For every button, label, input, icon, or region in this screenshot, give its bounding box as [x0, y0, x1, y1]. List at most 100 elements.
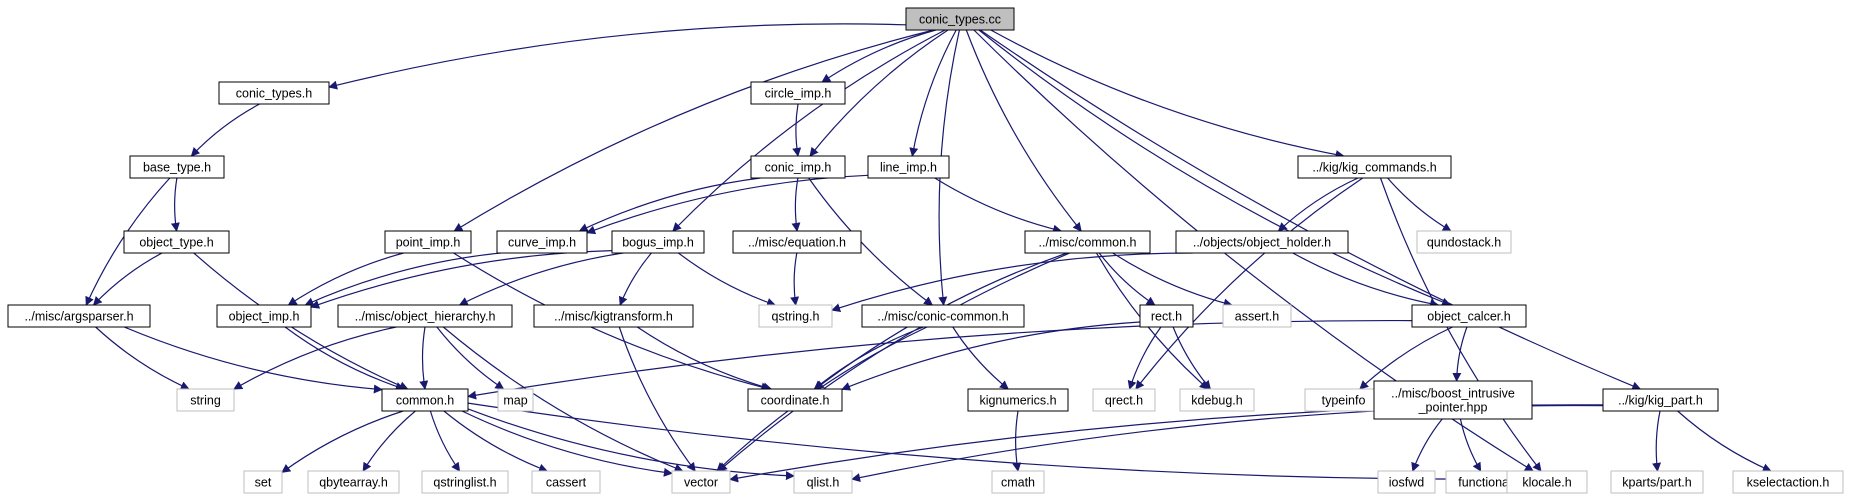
edge-conic_types_cc-to-conic_types_h: [328, 23, 907, 90]
node-label: bogus_imp.h: [622, 236, 694, 250]
node-label: ../misc/kigtransform.h: [554, 310, 673, 324]
node-circle-imp-h[interactable]: circle_imp.h: [750, 81, 846, 105]
node-kigtransform-h[interactable]: ../misc/kigtransform.h: [533, 304, 694, 328]
node-typeinfo: typeinfo: [1304, 388, 1383, 412]
node-line-imp-h[interactable]: line_imp.h: [867, 155, 950, 179]
node-boost-intrusive-hpp[interactable]: ../misc/boost_intrusive_pointer.hpp: [1373, 380, 1533, 420]
edge-common_h-to-qstringlist_h: [429, 410, 461, 472]
node-label: ../misc/object_hierarchy.h: [355, 310, 496, 324]
edge-conic_common_h-to-kignumerics_h: [952, 326, 1009, 390]
node-label: conic_types.cc: [919, 13, 1001, 27]
node-label: qstringlist.h: [433, 476, 496, 490]
edge-object_calcer_h-to-typeinfo: [1359, 326, 1453, 390]
node-bogus-imp-h[interactable]: bogus_imp.h: [611, 230, 705, 254]
node-label: common.h: [396, 394, 454, 408]
node-conic-imp-h[interactable]: conic_imp.h: [750, 155, 846, 179]
edge-common_h-to-klocale_h: [467, 402, 1508, 484]
node-cassert: cassert: [531, 470, 601, 494]
node-label: map: [503, 394, 527, 408]
node-label: rect.h: [1151, 310, 1182, 324]
node-curve-imp-h[interactable]: curve_imp.h: [496, 230, 588, 254]
node-kig-commands-h[interactable]: ../kig/kig_commands.h: [1297, 155, 1452, 179]
node-kignumerics-h[interactable]: kignumerics.h: [967, 388, 1069, 412]
node-label: base_type.h: [143, 161, 211, 175]
node-coordinate-h[interactable]: coordinate.h: [747, 388, 843, 412]
edge-kig_commands_h-to-qundostack_h: [1387, 177, 1452, 232]
edge-bogus_imp_h-to-object_imp_h: [310, 250, 613, 309]
node-conic-types-h[interactable]: conic_types.h: [218, 81, 330, 105]
node-label: cassert: [546, 476, 587, 490]
edge-misc_common_h-to-assert_h: [1112, 252, 1233, 308]
edge-base_type_h-to-object_type_h: [170, 177, 180, 232]
node-common-h[interactable]: common.h: [381, 388, 469, 412]
node-kparts-part-h: kparts/part.h: [1610, 470, 1704, 494]
edge-object_holder_h-to-qstring_h: [831, 252, 1193, 312]
edge-object_calcer_h-to-common_h: [467, 319, 1413, 400]
node-label: ../misc/equation.h: [748, 236, 846, 250]
edge-misc_common_h-to-vector: [718, 252, 1071, 472]
edge-common_h-to-qlist_h: [467, 408, 795, 481]
node-argsparser-h[interactable]: ../misc/argsparser.h: [7, 304, 151, 328]
node-qlist-h: qlist.h: [793, 470, 853, 494]
node-iosfwd: iosfwd: [1377, 470, 1436, 494]
node-conic-types-cc[interactable]: conic_types.cc: [905, 7, 1015, 31]
node-label: line_imp.h: [880, 161, 937, 175]
node-label: set: [255, 476, 272, 490]
node-qrect-h: qrect.h: [1092, 388, 1156, 412]
node-label: kparts/part.h: [1622, 476, 1692, 490]
edge-bogus_imp_h-to-kigtransform_h: [618, 252, 652, 306]
node-qstringlist-h: qstringlist.h: [421, 470, 509, 494]
node-misc-common-h[interactable]: ../misc/common.h: [1024, 230, 1151, 254]
node-object-type-h[interactable]: object_type.h: [123, 230, 230, 254]
node-label: ../kig/kig_part.h: [1618, 394, 1703, 408]
edge-kignumerics_h-to-cmath: [1012, 410, 1022, 472]
node-qundostack-h: qundostack.h: [1416, 230, 1512, 254]
edge-common_h-to-vector: [461, 410, 673, 477]
edge-argsparser_h-to-common_h: [124, 326, 383, 394]
edge-conic_types_cc-to-conic_imp_h: [809, 29, 949, 157]
node-label: cmath: [1001, 476, 1035, 490]
node-map: map: [497, 388, 534, 412]
node-label: qbytearray.h: [319, 476, 388, 490]
edge-object_hierarchy_h-to-vector: [442, 326, 684, 473]
node-object-calcer-h[interactable]: object_calcer.h: [1411, 304, 1527, 328]
node-label: kignumerics.h: [979, 394, 1056, 408]
node-qstring-h: qstring.h: [758, 304, 833, 328]
node-rect-h[interactable]: rect.h: [1139, 304, 1194, 328]
edge-line_imp_h-to-curve_imp_h: [586, 174, 869, 235]
node-label: conic_types.h: [236, 87, 312, 101]
node-label: functional: [1458, 476, 1512, 490]
node-object-hierarchy-h[interactable]: ../misc/object_hierarchy.h: [337, 304, 513, 328]
node-cmath: cmath: [991, 470, 1045, 494]
node-label: kdebug.h: [1191, 394, 1242, 408]
edge-misc_common_h-to-rect_h: [1098, 252, 1156, 306]
edge-bogus_imp_h-to-object_hierarchy_h: [458, 252, 624, 306]
node-point-imp-h[interactable]: point_imp.h: [384, 230, 472, 254]
edge-conic_imp_h-to-misc_equation_h: [791, 177, 801, 232]
node-conic-common-h[interactable]: ../misc/conic-common.h: [861, 304, 1025, 328]
edge-conic_types_cc-to-bogus_imp_h: [672, 29, 946, 232]
node-label: coordinate.h: [761, 394, 830, 408]
node-kdebug-h: kdebug.h: [1179, 388, 1255, 412]
node-kig-part-h[interactable]: ../kig/kig_part.h: [1602, 388, 1719, 412]
edge-object_imp_h-to-common_h: [284, 326, 405, 391]
node-label: klocale.h: [1522, 476, 1571, 490]
edge-rect_h-to-coordinate_h: [841, 321, 1141, 391]
node-label: ../misc/conic-common.h: [877, 310, 1008, 324]
node-label: qstring.h: [772, 310, 820, 324]
node-label: qrect.h: [1105, 394, 1143, 408]
node-object-imp-h[interactable]: object_imp.h: [216, 304, 312, 328]
node-label: ../misc/common.h: [1039, 236, 1137, 250]
edge-conic_types_cc-to-kig_commands_h: [990, 29, 1345, 159]
node-misc-equation-h[interactable]: ../misc/equation.h: [732, 230, 862, 254]
node-label: qlist.h: [807, 476, 840, 490]
node-object-holder-h[interactable]: ../objects/object_holder.h: [1175, 230, 1349, 254]
edge-kig_commands_h-to-object_holder_h: [1277, 177, 1359, 232]
node-klocale-h: klocale.h: [1506, 470, 1588, 494]
node-base-type-h[interactable]: base_type.h: [129, 155, 225, 179]
node-label: vector: [684, 476, 718, 490]
node-label: typeinfo: [1322, 394, 1366, 408]
edge-conic_types_cc-to-point_imp_h: [453, 29, 934, 232]
node-label: object_calcer.h: [1427, 310, 1510, 324]
